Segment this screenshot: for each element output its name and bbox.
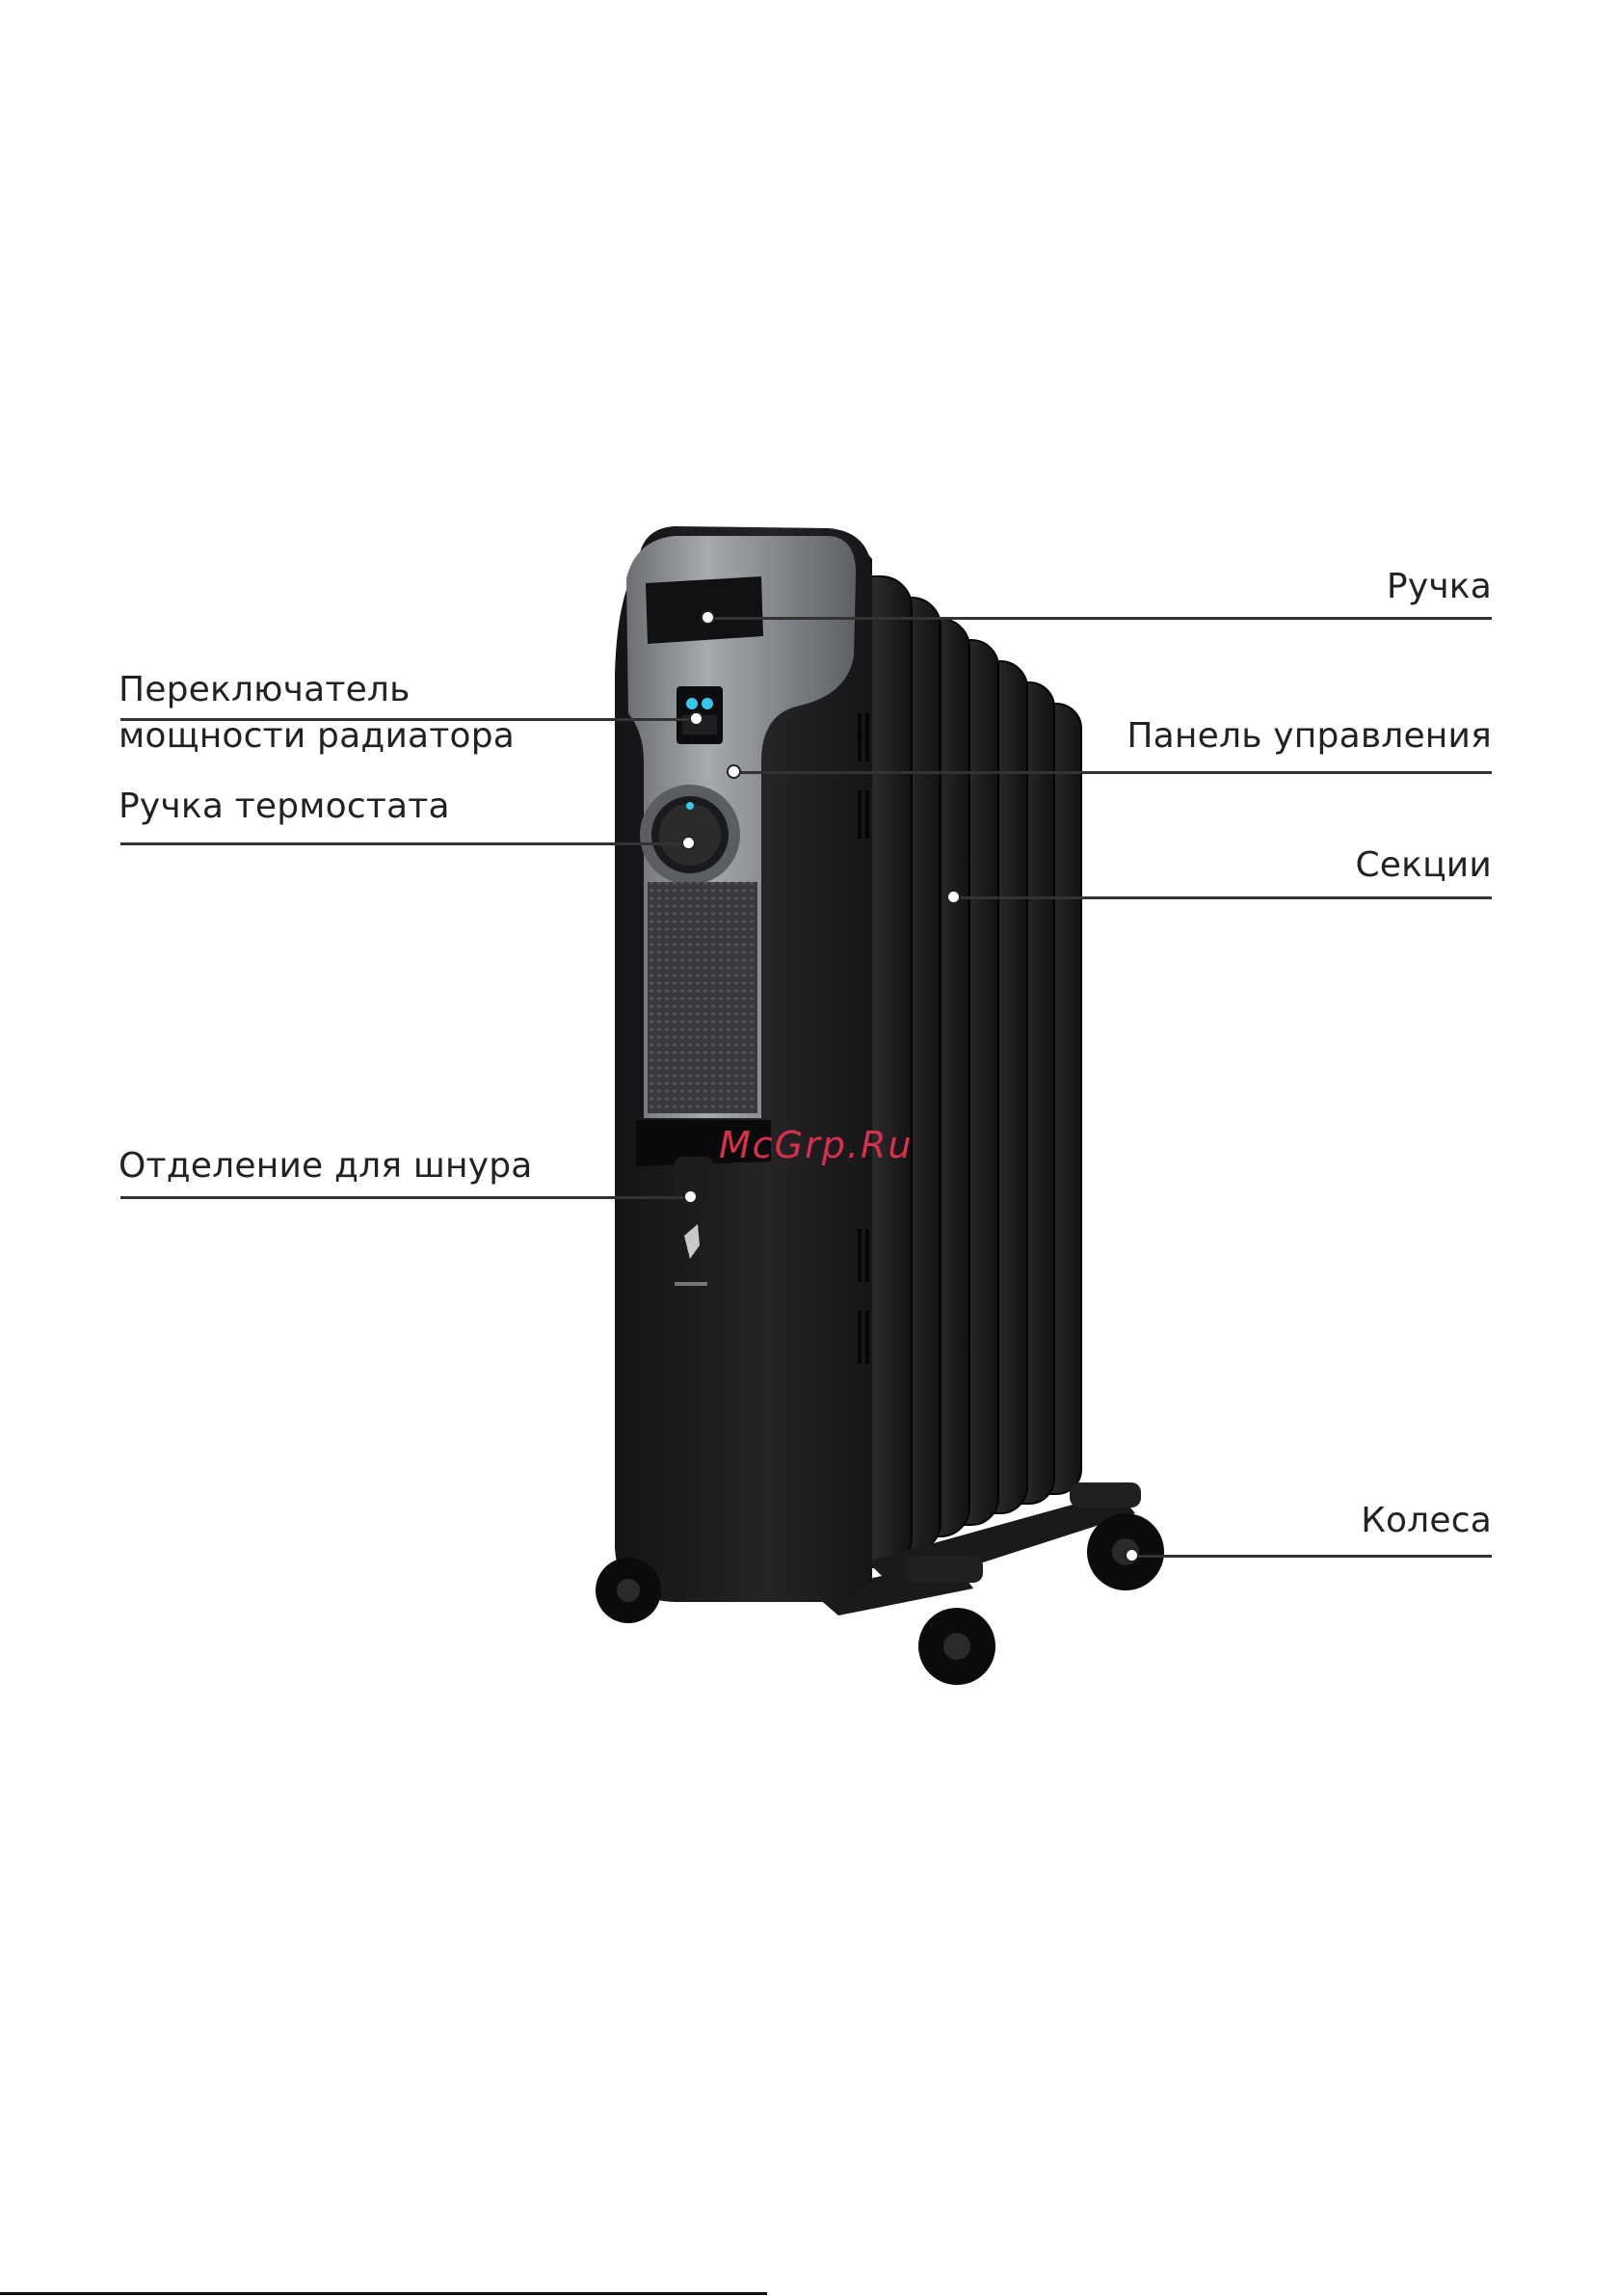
footer-rule [0,2292,767,2295]
label-thermostat-knob: Ручка термостата [119,784,450,830]
watermark: McGrp.Ru [719,1124,913,1166]
label-handle: Ручка [1387,564,1492,610]
label-power-switch-line1: Переключатель [119,667,411,713]
label-sections: Секции [1355,842,1492,889]
label-wheels: Колеса [1361,1498,1492,1544]
leader-line-cord-storage [120,1196,691,1199]
leader-dot-sections [946,890,961,904]
leader-dot-wheels [1125,1548,1139,1562]
leader-dot-cord-storage [683,1189,698,1204]
radiator-sections [838,576,1081,1567]
leader-dot-handle [701,610,715,625]
leader-line-control-panel [734,771,1492,774]
thermostat-knob [640,785,740,885]
leader-dot-control-panel [727,764,741,779]
leader-line-wheels [1132,1555,1492,1558]
leader-dot-thermostat [681,836,696,850]
leader-line-handle [708,617,1492,620]
label-power-switch-line2: мощности радиатора [119,713,515,760]
leader-line-thermostat [120,842,689,845]
leader-line-sections [954,896,1492,899]
leader-dot-power-switch [689,711,703,726]
label-cord-storage: Отделение для шнура [119,1143,533,1189]
label-control-panel: Панель управления [1127,713,1492,760]
front-grille [648,882,757,1113]
